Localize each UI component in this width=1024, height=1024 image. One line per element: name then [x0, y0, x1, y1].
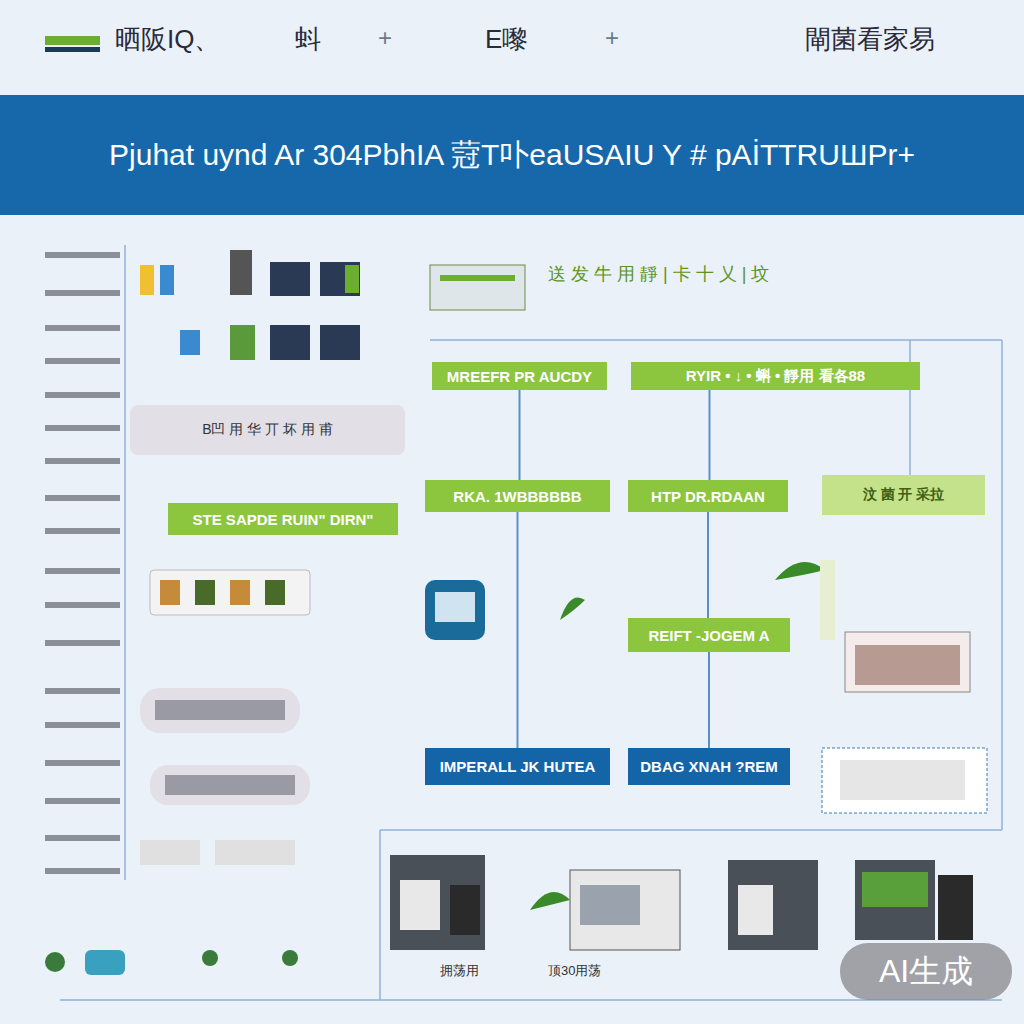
text-label: 顶30用荡: [548, 962, 601, 980]
box-label: RKA. 1WBBBBBB: [453, 488, 581, 505]
process-box: IMPERALL JK HUTEA: [425, 748, 610, 785]
process-box: MREEFR PR AUCDY: [432, 362, 607, 390]
connector: [517, 512, 518, 748]
box-label: B凹 用 华 丌 坏 用 甫: [202, 421, 333, 439]
text-label: 拥荡用: [440, 962, 479, 980]
text-label: 送 发 牛 用 靜 | 卡 十 乂 | 坟: [548, 262, 769, 286]
process-box: REIFT -JOGEM A: [628, 618, 790, 652]
text-label: 閘菌看家易: [805, 22, 935, 57]
title-text: Pjuhat uynd Ar 304PbhIA 蒄T卟eaUSAIU Y # p…: [109, 135, 915, 176]
process-box: 汶 菌 开 采拉: [822, 475, 985, 515]
text-label: 晒阪IQ、: [115, 22, 220, 57]
box-label: REIFT -JOGEM A: [648, 627, 769, 644]
process-box: DBAG XNAH ?REM: [628, 748, 790, 785]
text-label: +: [605, 24, 619, 52]
box-label: 汶 菌 开 采拉: [863, 486, 945, 504]
connector: [708, 512, 709, 618]
box-label: HTP DR.RDAAN: [651, 488, 765, 505]
process-box: HTP DR.RDAAN: [628, 480, 788, 512]
title-bar-text: Pjuhat uynd Ar 304PbhIA 蒄T卟eaUSAIU Y # p…: [0, 95, 1024, 215]
connector: [519, 390, 520, 480]
text-label: +: [378, 24, 392, 52]
text-label: 蚪: [295, 22, 321, 57]
process-box: RYIR • ↓ • 蝌 • 靜用 看各88: [631, 362, 920, 390]
process-box: B凹 用 华 丌 坏 用 甫: [130, 405, 405, 455]
box-label: MREEFR PR AUCDY: [447, 368, 592, 385]
box-label: RYIR • ↓ • 蝌 • 靜用 看各88: [686, 367, 865, 386]
text-label: E嚟: [485, 22, 528, 57]
watermark: AI生成: [840, 943, 1012, 1000]
box-label: DBAG XNAH ?REM: [640, 758, 778, 775]
connector: [709, 390, 710, 480]
box-label: IMPERALL JK HUTEA: [440, 758, 596, 775]
box-label: STE SAPDE RUIN" DIRN": [193, 511, 374, 528]
process-box: STE SAPDE RUIN" DIRN": [168, 503, 398, 535]
connector: [709, 652, 710, 748]
process-box: RKA. 1WBBBBBB: [425, 480, 610, 512]
